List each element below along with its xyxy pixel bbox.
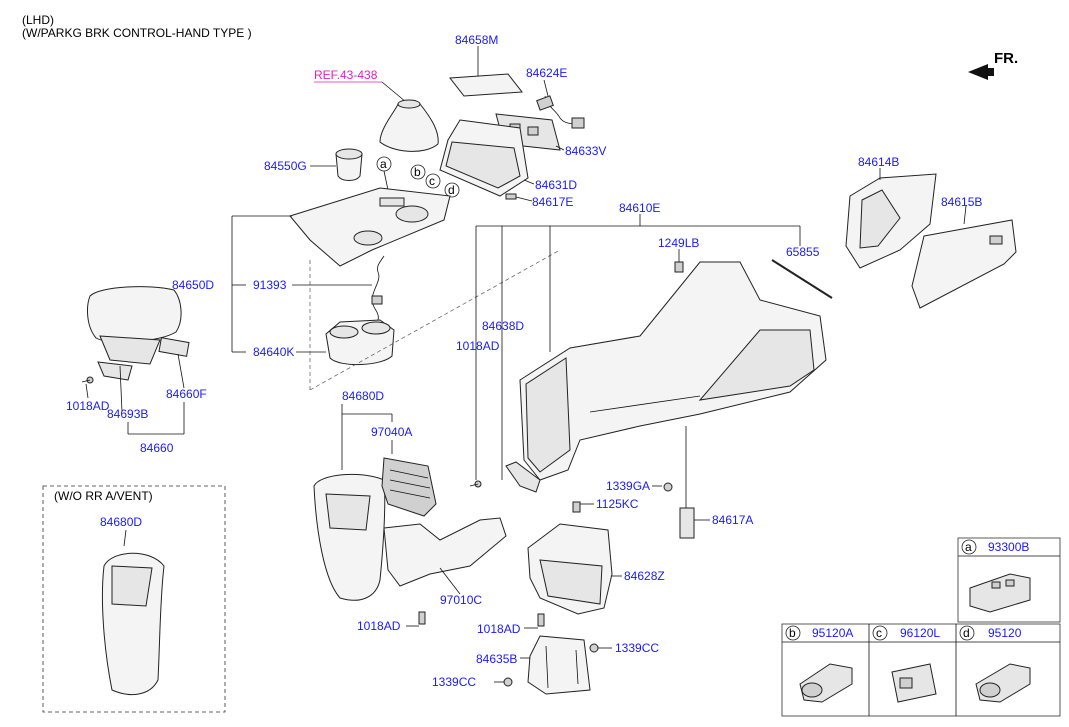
- rear-air-vent-part: [381, 457, 437, 517]
- label-97040A: 97040A: [371, 425, 412, 439]
- cup-holder-insert-part: [310, 148, 363, 181]
- header-line-2: (W/PARKG BRK CONTROL-HAND TYPE ): [22, 26, 252, 40]
- rear-console-cover-part: [313, 473, 386, 601]
- callout-a: a: [380, 157, 387, 171]
- inset-title: (W/O RR A/VENT): [54, 489, 153, 503]
- cup-holder-part: [325, 319, 395, 366]
- rear-air-duct-part: [383, 517, 507, 595]
- label-84550G: 84550G: [264, 159, 307, 173]
- legend-d-letter: d: [963, 626, 970, 640]
- label-84680D: 84680D: [342, 389, 384, 403]
- label-1249LB: 1249LB: [658, 236, 699, 250]
- legend-c-part: 96120L: [900, 626, 940, 640]
- label-1018AD-duct: 1018AD: [357, 619, 401, 633]
- side-panel-left-part: [845, 168, 937, 269]
- reference-label: REF.43-438: [314, 68, 378, 82]
- switch-harness-part: [536, 79, 585, 129]
- rear-cover-no-vent-part: [101, 552, 165, 696]
- outlet-d-part: [975, 663, 1031, 703]
- mounting-bracket-part: [505, 461, 541, 493]
- label-84650D: 84650D: [172, 278, 214, 292]
- label-91393: 91393: [253, 278, 287, 292]
- label-97010C: 97010C: [440, 593, 482, 607]
- legend-table: [781, 537, 1061, 717]
- label-1018AD-bracket: 1018AD: [477, 622, 521, 636]
- label-84658M: 84658M: [455, 33, 498, 47]
- lower-bracket-part: [527, 635, 591, 695]
- label-84610E: 84610E: [619, 201, 660, 215]
- label-84660F: 84660F: [166, 387, 207, 401]
- label-84635B: 84635B: [476, 652, 517, 666]
- header-line-1: (LHD): [22, 13, 54, 27]
- label-84660: 84660: [140, 441, 174, 455]
- label-84617A: 84617A: [712, 513, 753, 527]
- armrest-latch-part: [97, 361, 133, 413]
- console-tray-part: [439, 119, 535, 197]
- label-1125KC: 1125KC: [596, 497, 639, 511]
- label-84624E: 84624E: [526, 66, 567, 80]
- front-direction-label: FR.: [994, 50, 1018, 67]
- label-1339CC-right: 1339CC: [615, 641, 659, 655]
- label-84638D: 84638D: [482, 319, 524, 333]
- console-bracket-box-part: [527, 523, 622, 615]
- outlet-b-part: [799, 663, 853, 703]
- switch-assy-a-part: [969, 573, 1031, 613]
- front-direction-arrow-icon: [968, 64, 994, 80]
- label-84617E: 84617E: [532, 195, 573, 209]
- armrest-hinge-part: [158, 337, 190, 389]
- legend-c-letter: c: [876, 626, 882, 640]
- label-1339CC-left: 1339CC: [432, 675, 476, 689]
- legend-a-letter: a: [965, 540, 972, 554]
- legend-b-part: 95120A: [812, 626, 853, 640]
- label-84680D-inset: 84680D: [100, 515, 142, 529]
- label-84633V: 84633V: [565, 144, 606, 158]
- label-1018AD-console: 1018AD: [456, 339, 500, 353]
- label-84615B: 84615B: [941, 195, 982, 209]
- label-1018AD-armrest: 1018AD: [66, 399, 110, 413]
- usb-jack-c-part: [891, 663, 937, 703]
- console-mat-part: [449, 46, 523, 97]
- main-console-body-part: [519, 261, 827, 481]
- side-panel-right-part: [911, 205, 1017, 309]
- legend-b-letter: b: [789, 626, 796, 640]
- callout-d: d: [448, 183, 455, 197]
- label-84614B: 84614B: [858, 155, 899, 169]
- callout-c: c: [429, 174, 435, 188]
- legend-a-part: 93300B: [988, 540, 1029, 554]
- callout-b: b: [414, 165, 421, 179]
- label-84628Z: 84628Z: [624, 569, 665, 583]
- label-84693B: 84693B: [107, 407, 148, 421]
- label-84631D: 84631D: [535, 178, 577, 192]
- label-65855: 65855: [786, 245, 820, 259]
- legend-d-part: 95120: [988, 626, 1022, 640]
- label-84640K: 84640K: [253, 345, 294, 359]
- upper-console-cover-part: [289, 187, 451, 267]
- label-1339GA: 1339GA: [606, 479, 650, 493]
- shift-boot-part: [379, 99, 439, 152]
- armrest-part: [87, 286, 182, 365]
